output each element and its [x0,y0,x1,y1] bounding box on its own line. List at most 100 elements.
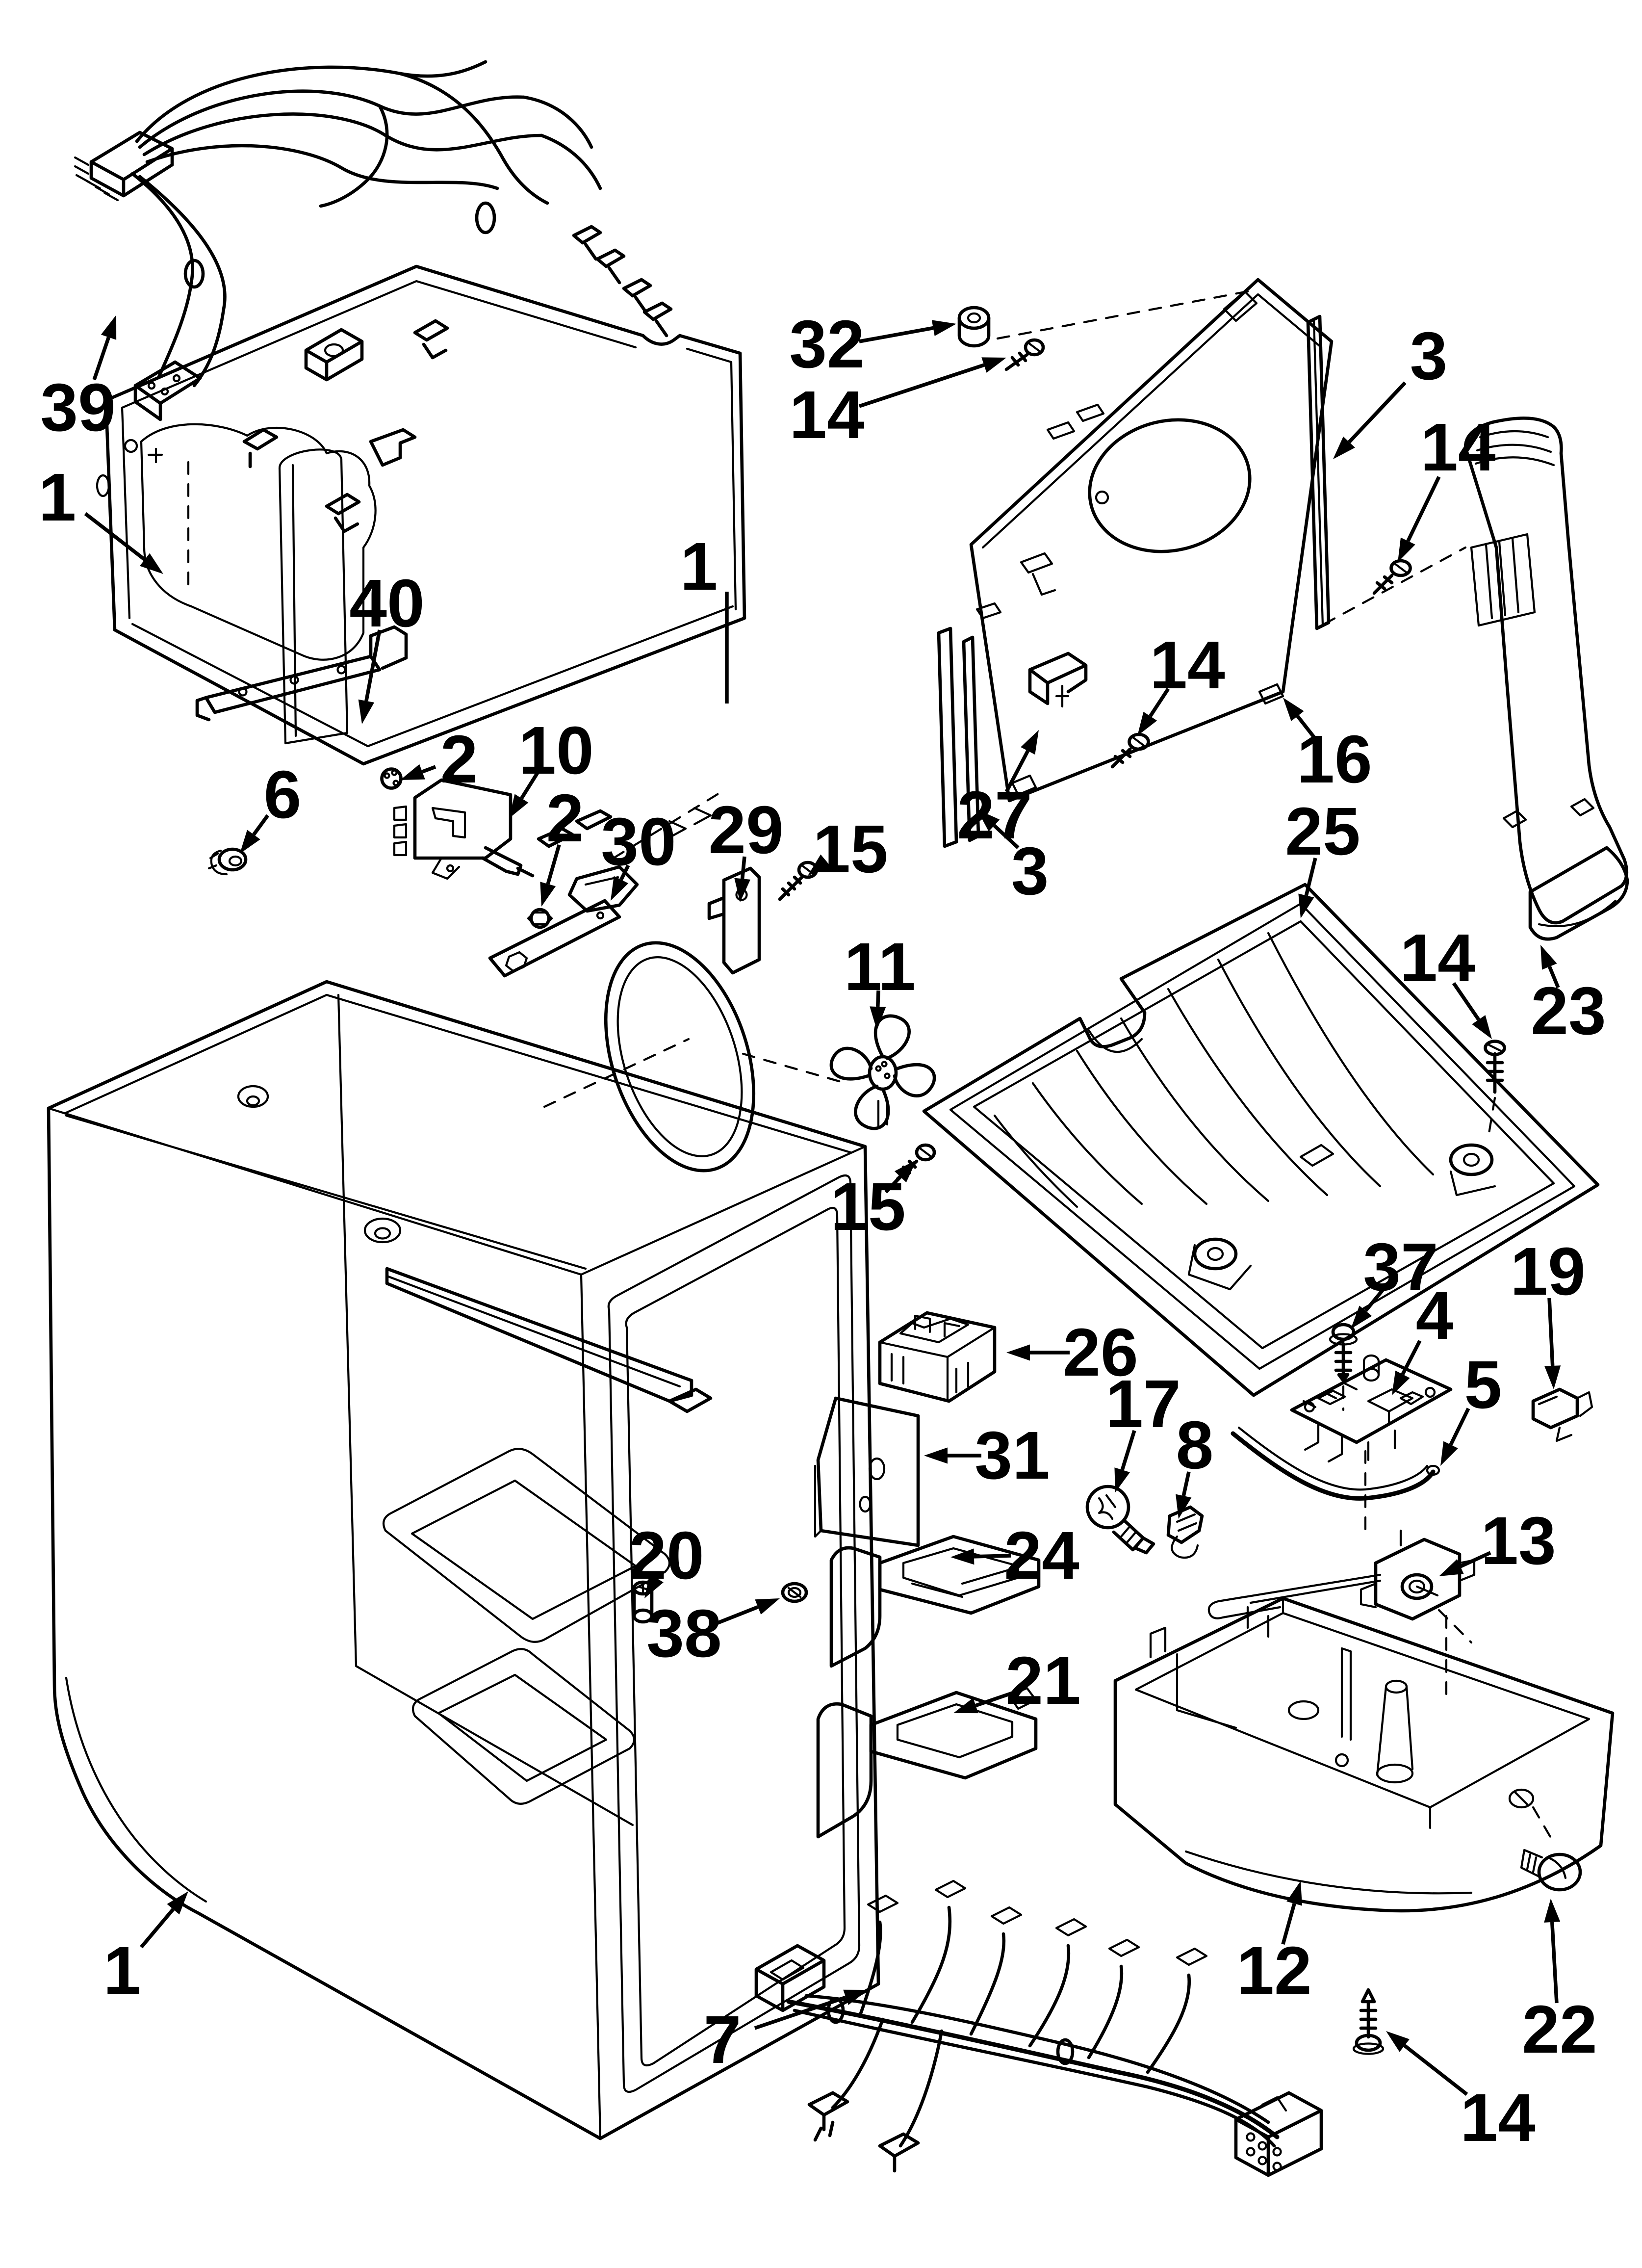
callout-19: 19 [1510,1234,1586,1389]
callout-leader-line [824,859,827,862]
callout-arrowhead [755,1598,780,1615]
callout-21: 21 [953,1643,1081,1719]
callout-leader-line [1149,687,1170,717]
callout-arrowhead [540,882,556,907]
callout-arrowhead [808,854,831,876]
side-strip-3-right-art [1306,314,1331,630]
callout-8: 8 [1176,1408,1213,1519]
callout-leader-line [1348,381,1407,443]
callout-arrowhead [1137,711,1157,736]
callout-label-15-top: 15 [813,811,888,887]
callout-arrowhead [1286,1881,1302,1906]
callout-arrowhead [1006,1344,1030,1361]
callout-leader-line [859,326,934,343]
grommet-32-art [957,306,991,348]
plug-6-art [207,847,248,876]
callout-label-1-bottom: 1 [103,1933,141,2008]
callout-leader-line [1304,858,1317,896]
nut-2-mid-art [527,908,553,929]
callout-arrowhead [1544,1365,1561,1389]
callout-12: 12 [1236,1881,1312,2008]
callout-leader-line [740,856,746,879]
callout-arrowhead [1392,1370,1410,1395]
callout-23: 23 [1531,945,1606,1049]
callout-label-21: 21 [1005,1643,1081,1719]
callout-leader-line [140,1908,175,1949]
callout-leader-line [1449,1408,1470,1446]
callout-leader-line [421,765,436,774]
callout-arrowhead [1283,698,1304,721]
callout-leader-line [1460,1551,1491,1568]
callout-40: 40 [349,566,425,724]
air-duct-23-art [1463,417,1629,941]
callout-arrowhead [1114,1467,1130,1492]
callout-arrowhead [358,699,375,724]
callout-leader-line [1401,1340,1422,1376]
callout-15-top: 15 [808,811,888,887]
callout-arrowhead [139,553,163,574]
screw-14-right-art [1372,559,1412,595]
callout-arrowhead [1298,893,1314,918]
callout-label-2-mid: 2 [546,781,584,856]
callout-leader-line [619,864,630,881]
callout-leader-line [364,629,382,702]
callout-label-3-right: 3 [1410,318,1448,394]
callout-17: 17 [1105,1366,1181,1492]
callout-27: 27 [957,730,1039,853]
callout-arrowhead [400,764,425,780]
callout-leader-line [716,1605,759,1625]
refrigerator-liner-art [47,980,880,2140]
callout-arrowhead [870,1006,886,1030]
callout-leader-line [1181,1471,1191,1496]
callout-label-1-inner: 1 [680,529,718,604]
callout-13: 13 [1439,1503,1556,1579]
wiring-harness-39-art [74,60,673,533]
callout-leader-line [1452,982,1480,1021]
tube-5-art [1231,1426,1440,1501]
callout-39: 39 [40,315,117,445]
callout-leader-line [754,1995,847,2030]
screw-2-top-art [380,767,403,790]
callout-14-panel: 14 [1137,627,1225,736]
callout-label-38: 38 [646,1596,722,1671]
clip-19-art [1531,1387,1593,1442]
callout-24: 24 [950,1518,1079,1593]
callout-label-14-tray: 14 [1400,920,1475,996]
callout-arrowhead [977,809,1000,832]
control-housing-12-art [1113,1596,1615,1913]
callout-label-22: 22 [1522,1992,1597,2067]
defrost-timer-26-art [878,1311,997,1403]
callout-37: 37 [1351,1229,1438,1329]
callout-arrowhead [644,1574,664,1598]
screw-15-top-art [778,860,819,901]
callout-arrowhead [1021,730,1039,755]
callout-leader-line [1004,750,1030,793]
support-21-art [816,1687,1038,1839]
callout-label-27: 27 [957,778,1032,853]
callout-label-14-panel: 14 [1150,627,1225,703]
callout-label-13: 13 [1481,1503,1556,1579]
callout-leader-line [1550,1922,1559,2004]
callout-leader-line [655,1575,660,1579]
callout-label-39: 39 [40,370,116,445]
callout-arrowhead [509,794,529,818]
callout-leader-line [1364,1286,1386,1312]
thermostat-10-art [393,778,535,880]
callout-arrowhead [1351,1305,1372,1329]
callout-3-right: 3 [1333,318,1447,459]
callout-label-24: 24 [1004,1518,1079,1593]
callout-arrowhead [1544,1899,1561,1923]
callout-5: 5 [1440,1347,1502,1466]
callout-label-7: 7 [704,2002,742,2078]
callout-label-31: 31 [975,1418,1050,1493]
callout-leader-line [520,770,540,800]
callout-arrowhead [953,1697,978,1714]
callout-leader-line [1281,1903,1296,1945]
callout-label-30: 30 [601,804,676,880]
callout-label-37: 37 [1363,1229,1438,1305]
callout-arrowhead [1439,1559,1464,1576]
clamp-30-art [488,865,639,978]
screw-14-panel-art [1110,732,1150,769]
